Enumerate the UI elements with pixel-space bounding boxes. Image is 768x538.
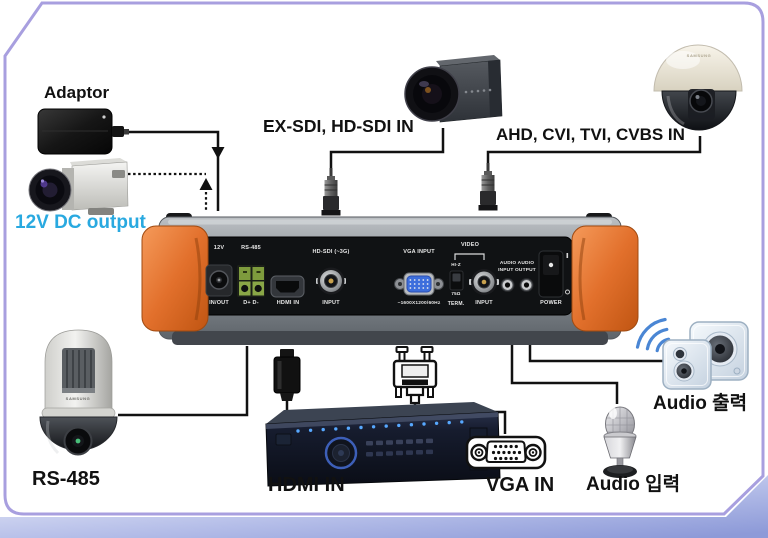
vga-in-connector-icon [465,435,547,470]
panel-rs485-label: RS-485 [241,245,261,251]
panel-12v-label: 12V [213,245,225,251]
panel-audio-label-1: AUDIO AUDIO [499,260,535,266]
panel-term-label: TERM. [447,300,465,307]
vga-plug-icon [392,346,438,405]
box-camera-white-image [28,158,129,215]
speakers-icon [635,317,749,390]
hdmi-plug-icon [273,349,301,401]
panel-75ohm-label: 75Ω [451,291,461,296]
panel-resolution-label: ~1600X1200/60Hz [397,300,441,306]
dome-camera-image [653,44,743,131]
sdi-camera-line [329,128,445,170]
panel-hdmi-label: HDMI IN [276,300,300,306]
audio-output-line [528,344,666,363]
power-switch [538,250,570,298]
panel-data-label: D+ D- [243,300,259,306]
vga-in-label: VGA IN [486,474,555,496]
termination-switch [449,270,464,291]
rs485-line [118,346,249,417]
ahd-in-label: AHD, CVI, TVI, CVBS IN [496,125,685,144]
tester-device-image [141,213,639,345]
arrow-down [211,147,225,159]
adaptor-label: Adaptor [44,83,110,102]
panel-vga-label: VGA INPUT [403,249,435,255]
hdsdi-bnc-port [316,267,346,295]
handle-right [571,225,639,332]
audio-output-jack [519,278,534,292]
audio-input-jack [500,278,515,292]
adaptor-power-line [128,130,220,211]
dc-jack-port [205,264,233,297]
video-bnc-port [469,269,499,295]
vga-port [394,272,444,296]
microphone-icon [603,406,637,478]
hdmi-port [270,275,305,298]
panel-video-input-label: INPUT [475,300,493,306]
power-adaptor-image [37,108,129,155]
panel-hiz-label: HI-Z [451,261,461,267]
box-camera-dark-image [404,55,503,123]
ptz-camera-image [39,329,118,456]
panel-video-label: VIDEO [460,242,480,248]
audio-input-line [510,344,619,404]
ahd-camera-line [486,136,702,165]
sdi-in-label: EX-SDI, HD-SDI IN [263,116,414,136]
sound-waves-icon [635,317,671,353]
bnc-connector-video-icon [478,163,498,211]
hdmi-in-label: HDMI IN [268,474,345,496]
panel-power-label: POWER [540,300,562,306]
rs485-label: RS-485 [32,468,100,490]
panel-hdsdi-label: HD-SDI (~3G) [312,249,350,255]
panel-inout-label: IN/OUT [209,300,229,306]
dc-output-label: 12V DC output [15,212,146,233]
video-bracket [454,253,485,260]
panel-sdi-input-label: INPUT [322,300,340,306]
bnc-connector-sdi-icon [321,168,341,216]
panel-audio-label-2: INPUT OUTPUT [498,267,536,273]
frame-bottom-band [0,475,768,538]
audio-input-label: Audio 입력 [586,474,681,495]
arrow-up [199,178,213,190]
rs485-terminal-port [237,265,265,297]
dome-camera-brand: SAMSUNG [686,53,712,58]
audio-output-label: Audio 출력 [653,393,748,414]
ptz-camera-brand: SAMSUNG [65,396,91,401]
